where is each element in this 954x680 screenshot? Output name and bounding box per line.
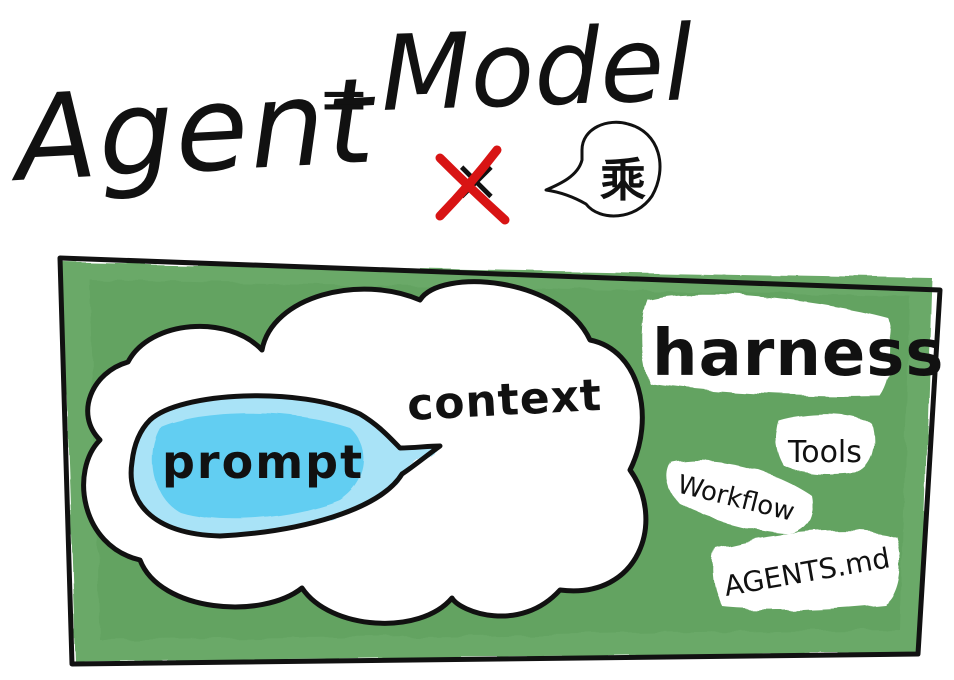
harness-label: harness — [652, 317, 944, 391]
speech-bubble: 乘 — [544, 120, 662, 218]
crossed-multiply-icon: × — [435, 145, 510, 225]
harness-item-tools: Tools — [787, 435, 862, 470]
context-label: context — [406, 370, 603, 431]
title-model: Model — [379, 2, 695, 135]
prompt-label: prompt — [162, 435, 364, 489]
title-agent: Agent — [5, 51, 380, 208]
operator-correction: × 乘 — [435, 120, 662, 225]
title-equals: = — [318, 62, 370, 135]
speech-bubble-text: 乘 — [600, 153, 646, 207]
title: Agent = Model — [5, 2, 695, 208]
prompt-bubble: prompt — [128, 393, 443, 539]
